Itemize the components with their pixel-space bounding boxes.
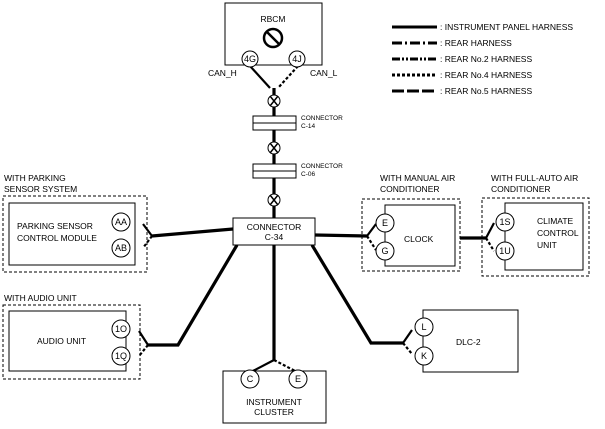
instrument-cluster-group: INSTRUMENT CLUSTER C E (222, 369, 327, 424)
climate-group-subtitle: CONDITIONER (491, 184, 551, 194)
connector-c06-label: CONNECTOR (301, 163, 343, 170)
clock-pin-e: E (382, 218, 388, 228)
connector-c14: CONNECTOR C-14 (252, 115, 343, 131)
rbcm-title: RBCM (260, 14, 285, 24)
legend-rear-no2-harness: : REAR No.2 HARNESS (440, 54, 532, 64)
dlc2-pin-k: K (421, 351, 427, 361)
cluster-name-2: CLUSTER (254, 407, 294, 417)
connector-c06-id: C-06 (301, 171, 315, 178)
dlc2-module-name: DLC-2 (456, 337, 481, 347)
parking-pin-aa: AA (115, 217, 127, 227)
connector-c34-label: CONNECTOR (247, 222, 302, 232)
climate-control-group: WITH FULL-AUTO AIR CONDITIONER CLIMATE C… (481, 173, 590, 277)
cluster-name: INSTRUMENT (246, 397, 302, 407)
can-h-label: CAN_H (208, 68, 237, 78)
climate-module-name-3: UNIT (537, 240, 557, 250)
clock-group-title: WITH MANUAL AIR (380, 173, 455, 183)
connector-c14-label: CONNECTOR (301, 115, 343, 122)
parking-module-name: PARKING SENSOR (17, 221, 93, 231)
parking-pin-ab: AB (115, 243, 127, 253)
cluster-pin-e: E (295, 374, 301, 384)
parking-sensor-group: WITH PARKING SENSOR SYSTEM PARKING SENSO… (2, 173, 148, 273)
parking-module-name-2: CONTROL MODULE (17, 233, 97, 243)
clock-group-subtitle: CONDITIONER (380, 184, 440, 194)
audio-group-title: WITH AUDIO UNIT (4, 293, 77, 303)
rbcm-module: RBCM 4G 4J CAN_H CAN_L (208, 2, 338, 78)
climate-pin-1u: 1U (499, 246, 511, 256)
audio-pin-1o: 1O (115, 324, 127, 334)
audio-pin-1q: 1Q (115, 351, 127, 361)
twisted-pair-icons (267, 94, 281, 207)
connector-c14-id: C-14 (301, 123, 315, 130)
legend-instrument-panel-harness: : INSTRUMENT PANEL HARNESS (440, 22, 573, 32)
audio-unit-group: WITH AUDIO UNIT AUDIO UNIT 1O 1Q (2, 293, 141, 380)
legend-rear-harness: : REAR HARNESS (440, 38, 512, 48)
legend-rear-no4-harness: : REAR No.4 HARNESS (440, 70, 532, 80)
dlc2-group: DLC-2 L K (414, 309, 519, 373)
rbcm-pin-4j: 4J (292, 54, 302, 64)
parking-group-subtitle: SENSOR SYSTEM (4, 184, 77, 194)
climate-module-name: CLIMATE (537, 216, 574, 226)
climate-group-title: WITH FULL-AUTO AIR (491, 173, 578, 183)
prohibited-icon (262, 27, 284, 49)
cluster-pin-c: C (247, 374, 254, 384)
legend: : INSTRUMENT PANEL HARNESS : REAR HARNES… (392, 22, 573, 96)
dlc2-pin-l: L (421, 322, 426, 332)
connector-c06: CONNECTOR C-06 (252, 163, 343, 179)
legend-rear-no5-harness: : REAR No.5 HARNESS (440, 86, 532, 96)
twisted-pair-icon-3 (267, 193, 281, 207)
twisted-pair-icon-2 (267, 141, 281, 155)
connector-c34-id: C-34 (265, 232, 284, 242)
clock-module-name: CLOCK (404, 234, 434, 244)
clock-pin-g: G (381, 246, 388, 256)
climate-module-name-2: CONTROL (537, 228, 579, 238)
twisted-pair-icon-1 (267, 94, 281, 108)
connector-c34: CONNECTOR C-34 (232, 217, 316, 246)
audio-module-name: AUDIO UNIT (37, 336, 86, 346)
climate-pin-1s: 1S (499, 217, 510, 227)
rbcm-pin-4g: 4G (244, 54, 256, 64)
can-l-label: CAN_L (310, 68, 338, 78)
clock-group: WITH MANUAL AIR CONDITIONER CLOCK E G (361, 173, 461, 272)
parking-group-title: WITH PARKING (4, 173, 66, 183)
